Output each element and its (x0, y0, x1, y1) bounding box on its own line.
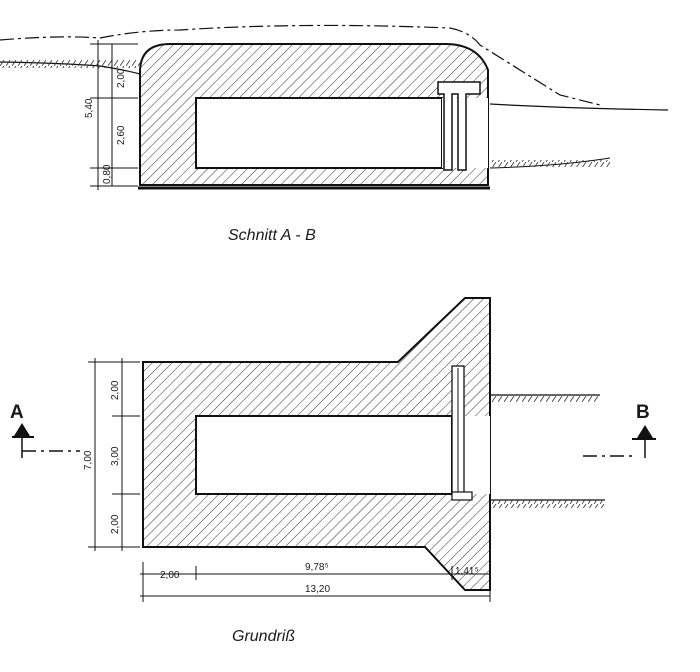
section-view: 5,40 2,00 2,60 0,80 Schnitt A - B (0, 24, 669, 244)
section-dim-total: 5,40 (84, 98, 95, 118)
ground-line-right (489, 103, 669, 111)
plan-dim-inner-length: 9,78⁵ (305, 562, 329, 573)
section-dim-roof: 2,00 (116, 68, 127, 88)
marker-b-arrow-icon (637, 425, 653, 438)
marker-b: B (632, 402, 656, 458)
section-caption: Schnitt A - B (228, 227, 316, 244)
soil-right (490, 160, 610, 167)
plan-dim-wall-left: 2,00 (160, 570, 180, 581)
trench-top-soil (492, 395, 600, 402)
plan-dim-wall-bottom: 2,00 (110, 514, 121, 534)
trench-bottom-soil (492, 500, 605, 508)
marker-a-arrow-icon (14, 423, 30, 436)
section-dim-floor: 0,80 (102, 164, 113, 184)
plan-caption: Grundriß (232, 628, 295, 645)
plan-dim-offset: 1,41⁵ (455, 566, 479, 577)
marker-a-label: A (10, 402, 24, 423)
soil-left (0, 60, 140, 68)
section-concrete (139, 43, 489, 186)
plan-dim-wall-top: 2,00 (110, 380, 121, 400)
earth-cover-line (0, 24, 601, 106)
marker-a: A (10, 402, 34, 458)
plan-door-foot (451, 491, 473, 501)
plan-dim-total-length: 13,20 (305, 584, 330, 595)
section-door-frame (437, 81, 481, 171)
plan-dim-side-total: 7,00 (83, 450, 94, 470)
plan-concrete (142, 297, 491, 591)
section-dim-room: 2,60 (116, 125, 127, 145)
plan-view: A B 7,00 2,00 3,00 2,00 2,00 9,78⁵ (10, 297, 656, 645)
marker-b-label: B (636, 402, 650, 423)
plan-dim-room-width: 3,00 (110, 446, 121, 466)
